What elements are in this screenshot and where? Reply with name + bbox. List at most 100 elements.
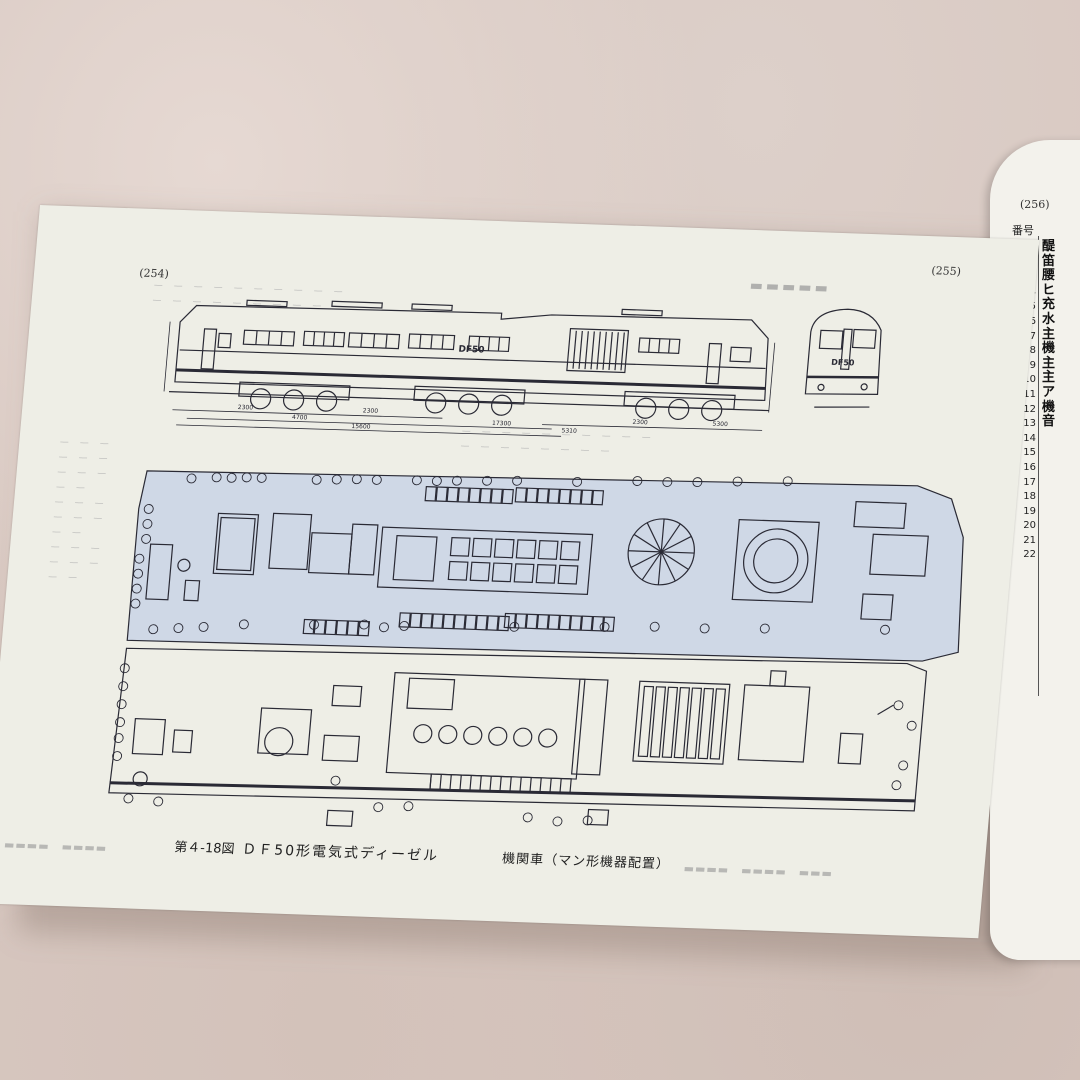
side-elevation	[163, 299, 776, 437]
callout-marker	[891, 780, 902, 791]
dimension-6: 5300	[712, 421, 728, 429]
radiator-cell	[424, 486, 438, 502]
wheel	[315, 390, 338, 412]
next-page-row-char: 主	[1042, 370, 1056, 386]
callout-marker	[759, 623, 770, 634]
battery-cell	[449, 774, 452, 790]
next-page-row-number: 8	[1029, 345, 1036, 357]
radiator-cell	[536, 487, 550, 504]
louver-slat	[602, 331, 607, 370]
next-page-row-number: 16	[1023, 461, 1036, 473]
next-page-row-number: 18	[1023, 491, 1036, 503]
dimension-1: 2300	[238, 404, 254, 412]
radiator-cell	[435, 486, 448, 502]
callout-marker	[116, 699, 127, 710]
radiator-column	[637, 685, 655, 758]
next-page-row-number: 7	[1029, 330, 1036, 342]
battery-cell	[429, 773, 432, 789]
radiator-cell	[468, 487, 481, 504]
radiator-cell	[313, 619, 327, 635]
fan-spoke	[657, 551, 662, 585]
radiator-cell	[479, 487, 492, 504]
fan-spoke	[660, 535, 692, 553]
callout-marker	[134, 553, 145, 564]
window-mullion	[668, 339, 671, 354]
callout-marker	[359, 619, 370, 630]
next-page-number: (256)	[1020, 198, 1050, 211]
louver-slat	[614, 332, 619, 371]
book-page: ー ー ー ー ー ー ー ー ー ー ー ー ー ー ー ー ー ー ー ー …	[0, 205, 1040, 939]
fan-spoke	[660, 523, 681, 553]
callout-marker	[403, 801, 414, 812]
callout-marker	[880, 624, 890, 635]
cylinder	[463, 725, 483, 746]
side-window	[467, 335, 511, 353]
callout-marker	[309, 619, 319, 630]
callout-marker	[130, 598, 141, 609]
cylinder-head	[471, 537, 493, 558]
window-mullion	[280, 331, 283, 346]
window-mullion	[322, 331, 326, 346]
radiator-cell	[547, 488, 561, 504]
wheel	[249, 388, 272, 410]
side-marking: DF50	[458, 345, 485, 356]
next-page-row-number: 22	[1023, 549, 1036, 561]
radiator-cell	[409, 612, 422, 629]
fan-spoke	[630, 551, 662, 568]
radiator-cell	[446, 486, 459, 503]
wheel	[701, 399, 723, 422]
radiator-cell	[453, 614, 466, 630]
battery-cell	[469, 775, 472, 791]
callout-marker	[143, 504, 154, 514]
wheel	[491, 394, 513, 416]
callout-marker	[173, 623, 184, 634]
radiator-cell	[514, 487, 528, 503]
next-page-table-rule	[1038, 236, 1039, 696]
fan-spoke	[633, 533, 662, 553]
fan-spoke	[628, 550, 662, 553]
louver-slat	[578, 330, 583, 369]
section-view	[108, 647, 928, 827]
radiator-cell	[335, 620, 349, 636]
cylinder	[438, 724, 458, 745]
battery-cell	[549, 778, 552, 794]
callout-marker	[113, 733, 124, 744]
window-mullion	[419, 334, 422, 349]
window-mullion	[385, 334, 388, 349]
cylinder-head	[447, 560, 469, 581]
cylinder-head	[515, 539, 537, 560]
radiator-cell	[591, 489, 605, 506]
cylinder	[413, 724, 433, 744]
fan-spoke	[661, 551, 695, 554]
cylinder-head	[491, 562, 513, 583]
callout-marker	[512, 475, 523, 486]
callout-marker	[118, 681, 129, 692]
cylinder	[538, 728, 558, 748]
fan-spoke	[641, 551, 662, 581]
callout-marker	[898, 760, 909, 771]
wheel	[635, 397, 657, 419]
callout-marker	[379, 622, 389, 633]
wheel	[425, 392, 447, 414]
radiator-column	[697, 687, 715, 760]
callout-marker	[649, 621, 660, 632]
louver-slat	[572, 330, 577, 369]
radiator-cell	[525, 487, 539, 504]
callout-marker	[238, 619, 249, 630]
next-page-row-number: 15	[1023, 447, 1036, 459]
locomotive-drawing: DF50 DF50 2300 2300 4700 5310 2300 5300 …	[108, 299, 964, 827]
callout-marker	[411, 475, 422, 486]
next-page-row-number: 20	[1023, 520, 1036, 532]
bogie-frame	[238, 381, 351, 401]
fan-spoke	[660, 551, 689, 570]
callout-marker	[509, 621, 520, 632]
louver-slat	[596, 331, 601, 370]
window-mullion	[372, 333, 376, 348]
dimension-5: 2300	[632, 419, 648, 427]
battery-cell	[509, 776, 512, 792]
fan-spoke	[646, 522, 662, 553]
callout-marker	[732, 476, 743, 487]
window-mullion	[477, 336, 481, 351]
next-page-row-number: 9	[1029, 359, 1036, 371]
callout-marker	[226, 472, 237, 483]
